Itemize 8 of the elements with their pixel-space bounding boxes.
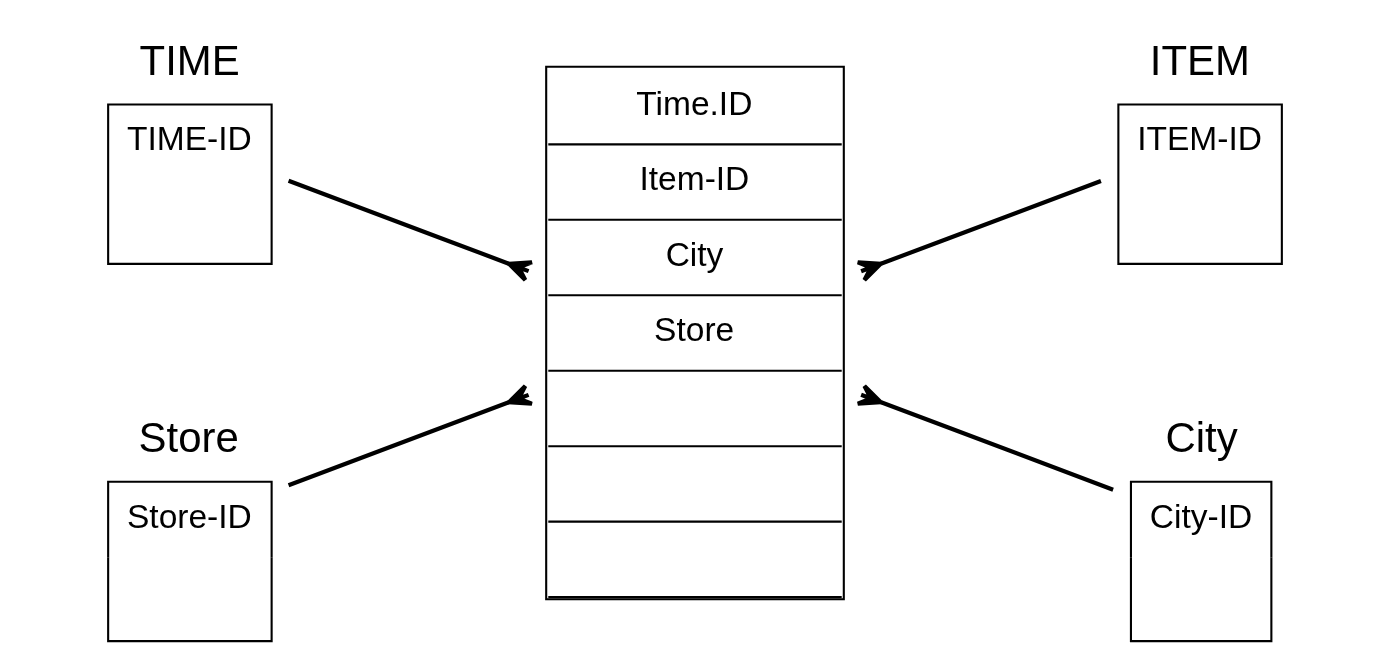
connector [855, 178, 1102, 283]
connector [287, 178, 534, 283]
connector [287, 383, 534, 488]
node-text: City City-ID [1149, 414, 1252, 535]
connector [855, 383, 1114, 492]
node-text: Store Store-ID [126, 414, 252, 535]
node-text: TIME TIME-ID [126, 37, 252, 158]
node-text: ITEM ITEM-ID [1136, 37, 1262, 158]
